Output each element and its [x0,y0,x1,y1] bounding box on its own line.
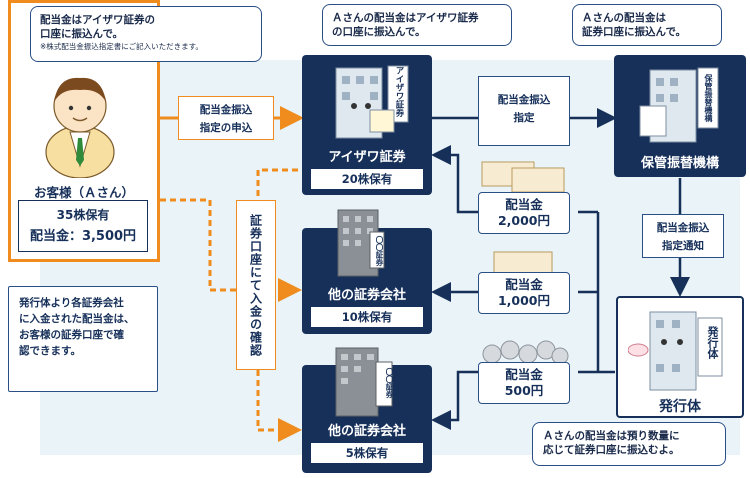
aizawa-building-icon [335,65,409,139]
payment-2000-amount: 2,000円 [497,213,551,228]
aizawa-bubble-line2: の口座に振込んで。 [332,26,426,38]
customer-bubble-line1: 配当金はアイザワ証券の [40,14,155,26]
other-firm-2-sign: 〇〇証券 [385,368,394,398]
payment-1000-label: 配当金 [505,277,543,292]
other-firm-1-building-icon [337,209,385,277]
dividend-notify-label: 配当金振込 指定通知 [642,214,724,258]
hofuri-sign: 保管振替機構 [704,74,713,122]
customer-bubble-line2: 口座に振込んで。 [40,28,124,40]
hofuri-speech-bubble: Ａさんの配当金は 証券口座に振込んで。 [572,4,722,46]
customer-name: お客様（Ａさん） [33,185,134,200]
payment-1000: 配当金 1,000円 [478,272,570,314]
other-firm-1-name: 他の証券会社 [327,288,406,303]
customer-holdings-box: 35株保有 配当金：3,500円 [18,200,148,252]
hofuri-bubble-line1: Ａさんの配当金は [582,12,666,24]
designate-line1: 配当金振込 [497,94,551,106]
hofuri-building-icon [639,67,719,143]
issuer-name: 発行体 [659,399,701,415]
info-line2: に入金された配当金は、 [19,313,135,325]
coins-icon [482,340,569,365]
info-line1: 発行体より各証券会社 [19,297,124,309]
payment-2000-label: 配当金 [505,197,543,212]
aizawa-shares: 20株保有 [310,168,424,190]
payment-2000: 配当金 2,000円 [478,192,570,234]
customer-dividend: 配当金：3,500円 [29,229,137,244]
hofuri-name: 保管振替機構 [640,156,719,171]
confirm-deposit-label: 証券口座にて入金の確認 [236,200,276,370]
payment-500-label: 配当金 [505,367,543,382]
request-line2: 指定の申込 [199,122,253,134]
other-firm-1-shares: 10株保有 [310,306,424,328]
issuer-speech-bubble: Ａさんの配当金は預り数量に 応じて証券口座に振込むよ。 [532,422,726,466]
customer-bubble-note: ※株式配当金振込指定書にご記入いただきます。 [40,42,203,51]
other-firm-2-name: 他の証券会社 [327,424,406,439]
issuer-building-icon [628,311,723,391]
aizawa-bubble-line1: Ａさんの配当金はアイザワ証券 [332,12,479,24]
designate-line2: 指定 [513,112,535,124]
issuer-bubble-line1: Ａさんの配当金は預り数量に [543,430,680,442]
issuer-bubble-line2: 応じて証券口座に振込むよ。 [543,444,680,456]
aizawa-sign: アイザワ証券 [394,66,404,117]
notify-line2: 指定通知 [662,240,704,252]
customer-speech-bubble: 配当金はアイザワ証券の 口座に振込んで。 ※株式配当金振込指定書にご記入いただき… [30,6,262,62]
other-firm-2-building-icon [335,347,393,417]
banknotes-icon-1 [481,161,565,193]
other-firm-1-sign: 〇〇証券 [375,236,384,266]
aizawa-name: アイザワ証券 [328,150,406,165]
notify-line1: 配当金振込 [656,222,710,234]
other-firm-2-shares: 5株保有 [310,442,424,464]
payment-500-amount: 500円 [504,383,544,398]
customer-person-icon [45,77,115,178]
payment-500: 配当金 500円 [478,362,570,404]
aizawa-speech-bubble: Ａさんの配当金はアイザワ証券 の口座に振込んで。 [322,4,512,46]
dividend-designation-label: 配当金振込 指定 [478,76,570,146]
request-line1: 配当金振込 [199,104,253,116]
issuer-sign: 発行体 [706,326,719,359]
info-note-box: 発行体より各証券会社 に入金された配当金は、 お客様の証券口座で確 認できます。 [8,286,158,392]
dividend-request-label: 配当金振込 指定の申込 [178,96,274,140]
info-line3: お客様の証券口座で確 [19,329,124,341]
info-line4: 認できます。 [19,345,81,357]
hofuri-bubble-line2: 証券口座に振込んで。 [582,26,687,38]
customer-shares: 35株保有 [56,208,110,222]
payment-1000-amount: 1,000円 [497,293,551,308]
